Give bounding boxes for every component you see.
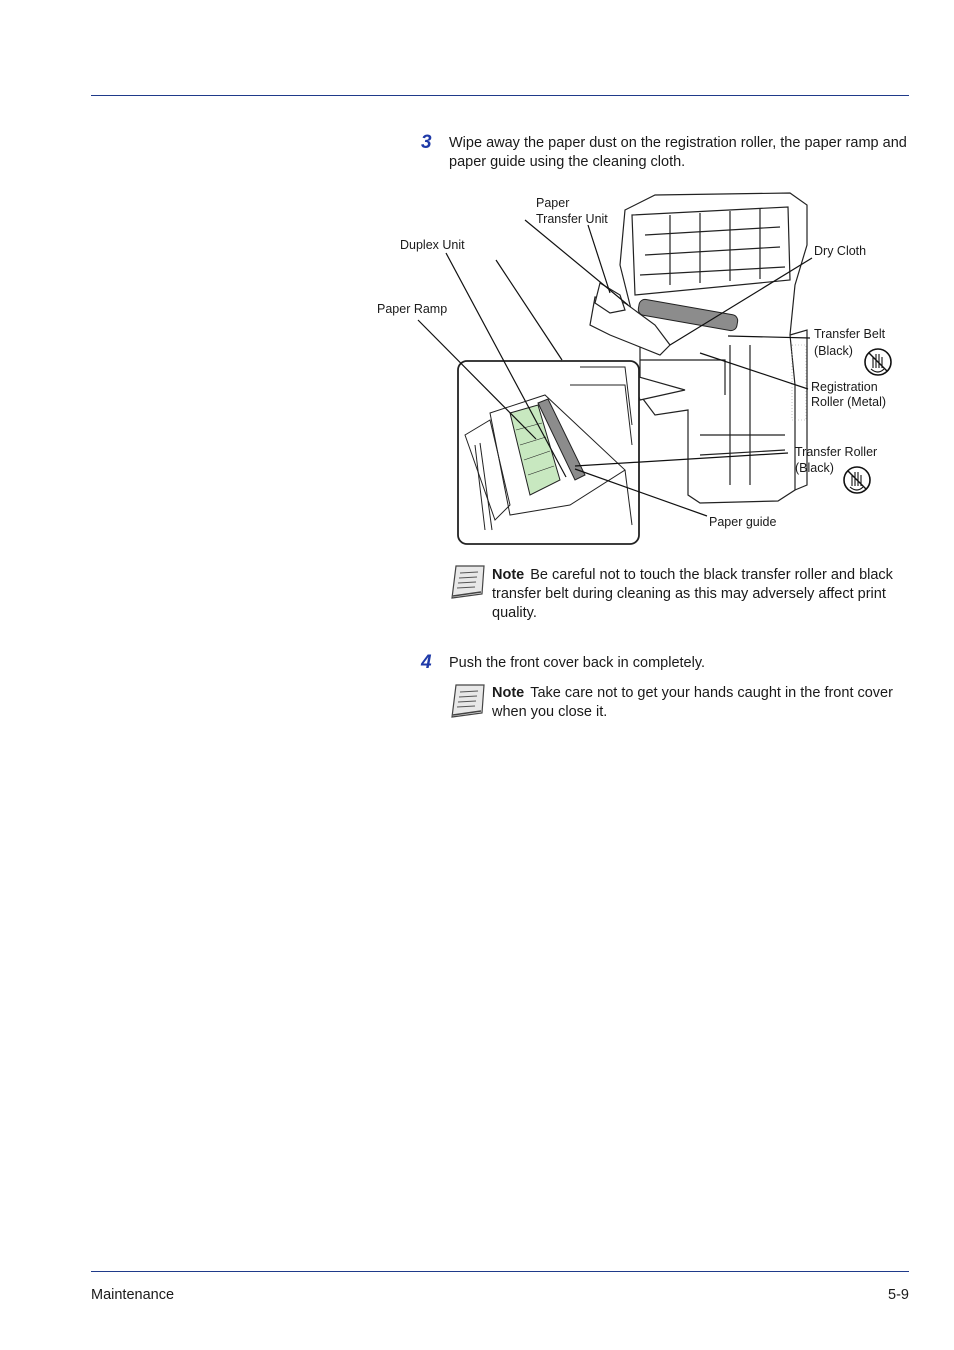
header-rule [91, 95, 909, 96]
footer-rule [91, 1271, 909, 1272]
callout-transfer-roller-line1: Transfer Roller [795, 445, 878, 459]
callout-transfer-roller-line2: (Black) [795, 461, 834, 475]
callout-transfer-belt-line2: (Black) [814, 344, 853, 358]
footer-section: Maintenance [91, 1287, 175, 1303]
no-touch-icon-roller [843, 466, 871, 494]
step-3-text: Wipe away the paper dust on the registra… [449, 135, 907, 170]
step-4-text: Push the front cover back in completely. [449, 655, 706, 671]
step-4-number: 4 [421, 652, 432, 673]
note-1-label: Note [492, 567, 525, 583]
hands [589, 282, 671, 356]
callout-transfer-belt-line1: Transfer Belt [814, 327, 886, 341]
note-icon [451, 565, 485, 599]
note-2-text: Take care not to get your hands caught i… [492, 685, 893, 720]
note-1-text: Be careful not to touch the black transf… [492, 567, 893, 621]
callout-paper-transfer-unit-line2: Transfer Unit [536, 212, 608, 226]
vent-dots [791, 344, 807, 421]
footer-page-number: 5-9 [888, 1287, 909, 1303]
maintenance-figure [370, 185, 910, 550]
dry-cloth-roller [637, 298, 739, 332]
step-3-number: 3 [421, 132, 432, 153]
callout-registration-roller-line2: Roller (Metal) [811, 395, 887, 409]
callout-dry-cloth: Dry Cloth [814, 244, 867, 258]
no-touch-icon-belt [864, 348, 892, 376]
note-icon [451, 684, 485, 718]
callout-paper-ramp: Paper Ramp [377, 302, 448, 316]
callout-paper-guide: Paper guide [709, 515, 777, 529]
printer-illustration [417, 192, 892, 545]
registration-roller-inset [537, 398, 586, 481]
callout-paper-transfer-unit-line1: Paper [536, 196, 570, 210]
note-2-label: Note [492, 685, 525, 701]
callout-duplex-unit: Duplex Unit [400, 238, 465, 252]
callout-registration-roller-line1: Registration [811, 380, 878, 394]
